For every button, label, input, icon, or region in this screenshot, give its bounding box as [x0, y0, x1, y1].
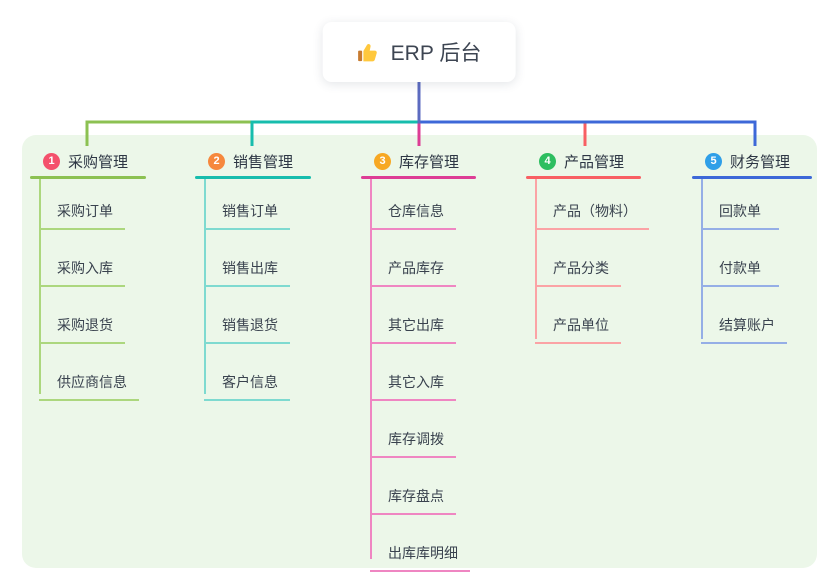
sub-item-label: 出库库明细	[388, 545, 458, 561]
sub-item[interactable]: 采购退货	[39, 287, 125, 344]
root-label: ERP 后台	[390, 42, 482, 65]
sub-item-label: 库存调拨	[388, 431, 444, 447]
branch-topic[interactable]: 3 库存管理	[361, 146, 476, 176]
branch-purchase-management: 1 采购管理 采购订单 采购入库 采购退货 供应商信息	[30, 146, 146, 401]
sub-item[interactable]: 出库库明细	[370, 515, 470, 572]
sub-item[interactable]: 产品（物料）	[535, 173, 649, 230]
sub-item[interactable]: 库存盘点	[370, 458, 456, 515]
thumbs-up-icon	[357, 41, 380, 64]
sub-item[interactable]: 客户信息	[204, 344, 290, 401]
sub-item-label: 供应商信息	[57, 374, 127, 390]
sub-item-label: 付款单	[719, 260, 761, 276]
branch-label: 财务管理	[730, 153, 791, 171]
sub-item[interactable]: 结算账户	[701, 287, 787, 344]
branch-label: 产品管理	[564, 153, 625, 171]
number-badge: 5	[705, 152, 722, 170]
sub-item[interactable]: 库存调拨	[370, 401, 456, 458]
sub-item-label: 产品分类	[553, 260, 609, 276]
sub-item-label: 库存盘点	[388, 488, 444, 504]
sub-item-label: 销售出库	[222, 260, 278, 276]
branch-underline	[195, 176, 311, 179]
branch-underline	[692, 176, 812, 179]
sub-item[interactable]: 付款单	[701, 230, 779, 287]
number-badge: 1	[43, 152, 60, 170]
mindmap-background-panel	[22, 135, 817, 568]
sub-item[interactable]: 其它入库	[370, 344, 456, 401]
number-badge: 2	[208, 152, 225, 170]
branch-product-management: 4 产品管理 产品（物料） 产品分类 产品单位	[526, 146, 649, 344]
sub-item-label: 客户信息	[222, 374, 278, 390]
sub-item-label: 其它出库	[388, 317, 444, 333]
branch-child-line	[535, 179, 537, 339]
branch-topic[interactable]: 5 财务管理	[692, 146, 812, 176]
branch-label: 库存管理	[399, 153, 460, 171]
branch-underline	[30, 176, 146, 179]
branch-topic[interactable]: 1 采购管理	[30, 146, 146, 176]
branch-finance-management: 5 财务管理 回款单 付款单 结算账户	[692, 146, 812, 344]
branch-inventory-management: 3 库存管理 仓库信息 产品库存 其它出库 其它入库 库存调拨 库存盘点 出库库…	[361, 146, 476, 572]
sub-item[interactable]: 产品分类	[535, 230, 621, 287]
branch-underline	[526, 176, 641, 179]
sub-item[interactable]: 销售退货	[204, 287, 290, 344]
sub-item-label: 销售订单	[222, 203, 278, 219]
sub-item-label: 回款单	[719, 203, 761, 219]
sub-item[interactable]: 仓库信息	[370, 173, 456, 230]
branch-child-line	[370, 179, 372, 559]
sub-item[interactable]: 其它出库	[370, 287, 456, 344]
sub-item[interactable]: 产品单位	[535, 287, 621, 344]
branch-label: 采购管理	[68, 153, 129, 171]
sub-item-label: 其它入库	[388, 374, 444, 390]
sub-item-label: 产品（物料）	[553, 203, 637, 219]
sub-item-label: 仓库信息	[388, 203, 444, 219]
sub-item[interactable]: 回款单	[701, 173, 779, 230]
sub-item[interactable]: 销售出库	[204, 230, 290, 287]
branch-sales-management: 2 销售管理 销售订单 销售出库 销售退货 客户信息	[195, 146, 311, 401]
sub-item-label: 采购退货	[57, 317, 113, 333]
sub-item-label: 产品单位	[553, 317, 609, 333]
sub-item-label: 产品库存	[388, 260, 444, 276]
sub-item-label: 销售退货	[222, 317, 278, 333]
sub-item-label: 结算账户	[719, 317, 775, 333]
branch-label: 销售管理	[233, 153, 294, 171]
sub-item[interactable]: 产品库存	[370, 230, 456, 287]
sub-item[interactable]: 供应商信息	[39, 344, 139, 401]
sub-item[interactable]: 销售订单	[204, 173, 290, 230]
sub-item-label: 采购订单	[57, 203, 113, 219]
branch-child-line	[701, 179, 703, 339]
sub-item[interactable]: 采购订单	[39, 173, 125, 230]
number-badge: 3	[374, 152, 391, 170]
branch-topic[interactable]: 2 销售管理	[195, 146, 311, 176]
sub-item[interactable]: 采购入库	[39, 230, 125, 287]
branch-underline	[361, 176, 476, 179]
number-badge: 4	[539, 152, 556, 170]
root-node[interactable]: ERP 后台	[322, 22, 516, 82]
sub-item-label: 采购入库	[57, 260, 113, 276]
branch-topic[interactable]: 4 产品管理	[526, 146, 641, 176]
